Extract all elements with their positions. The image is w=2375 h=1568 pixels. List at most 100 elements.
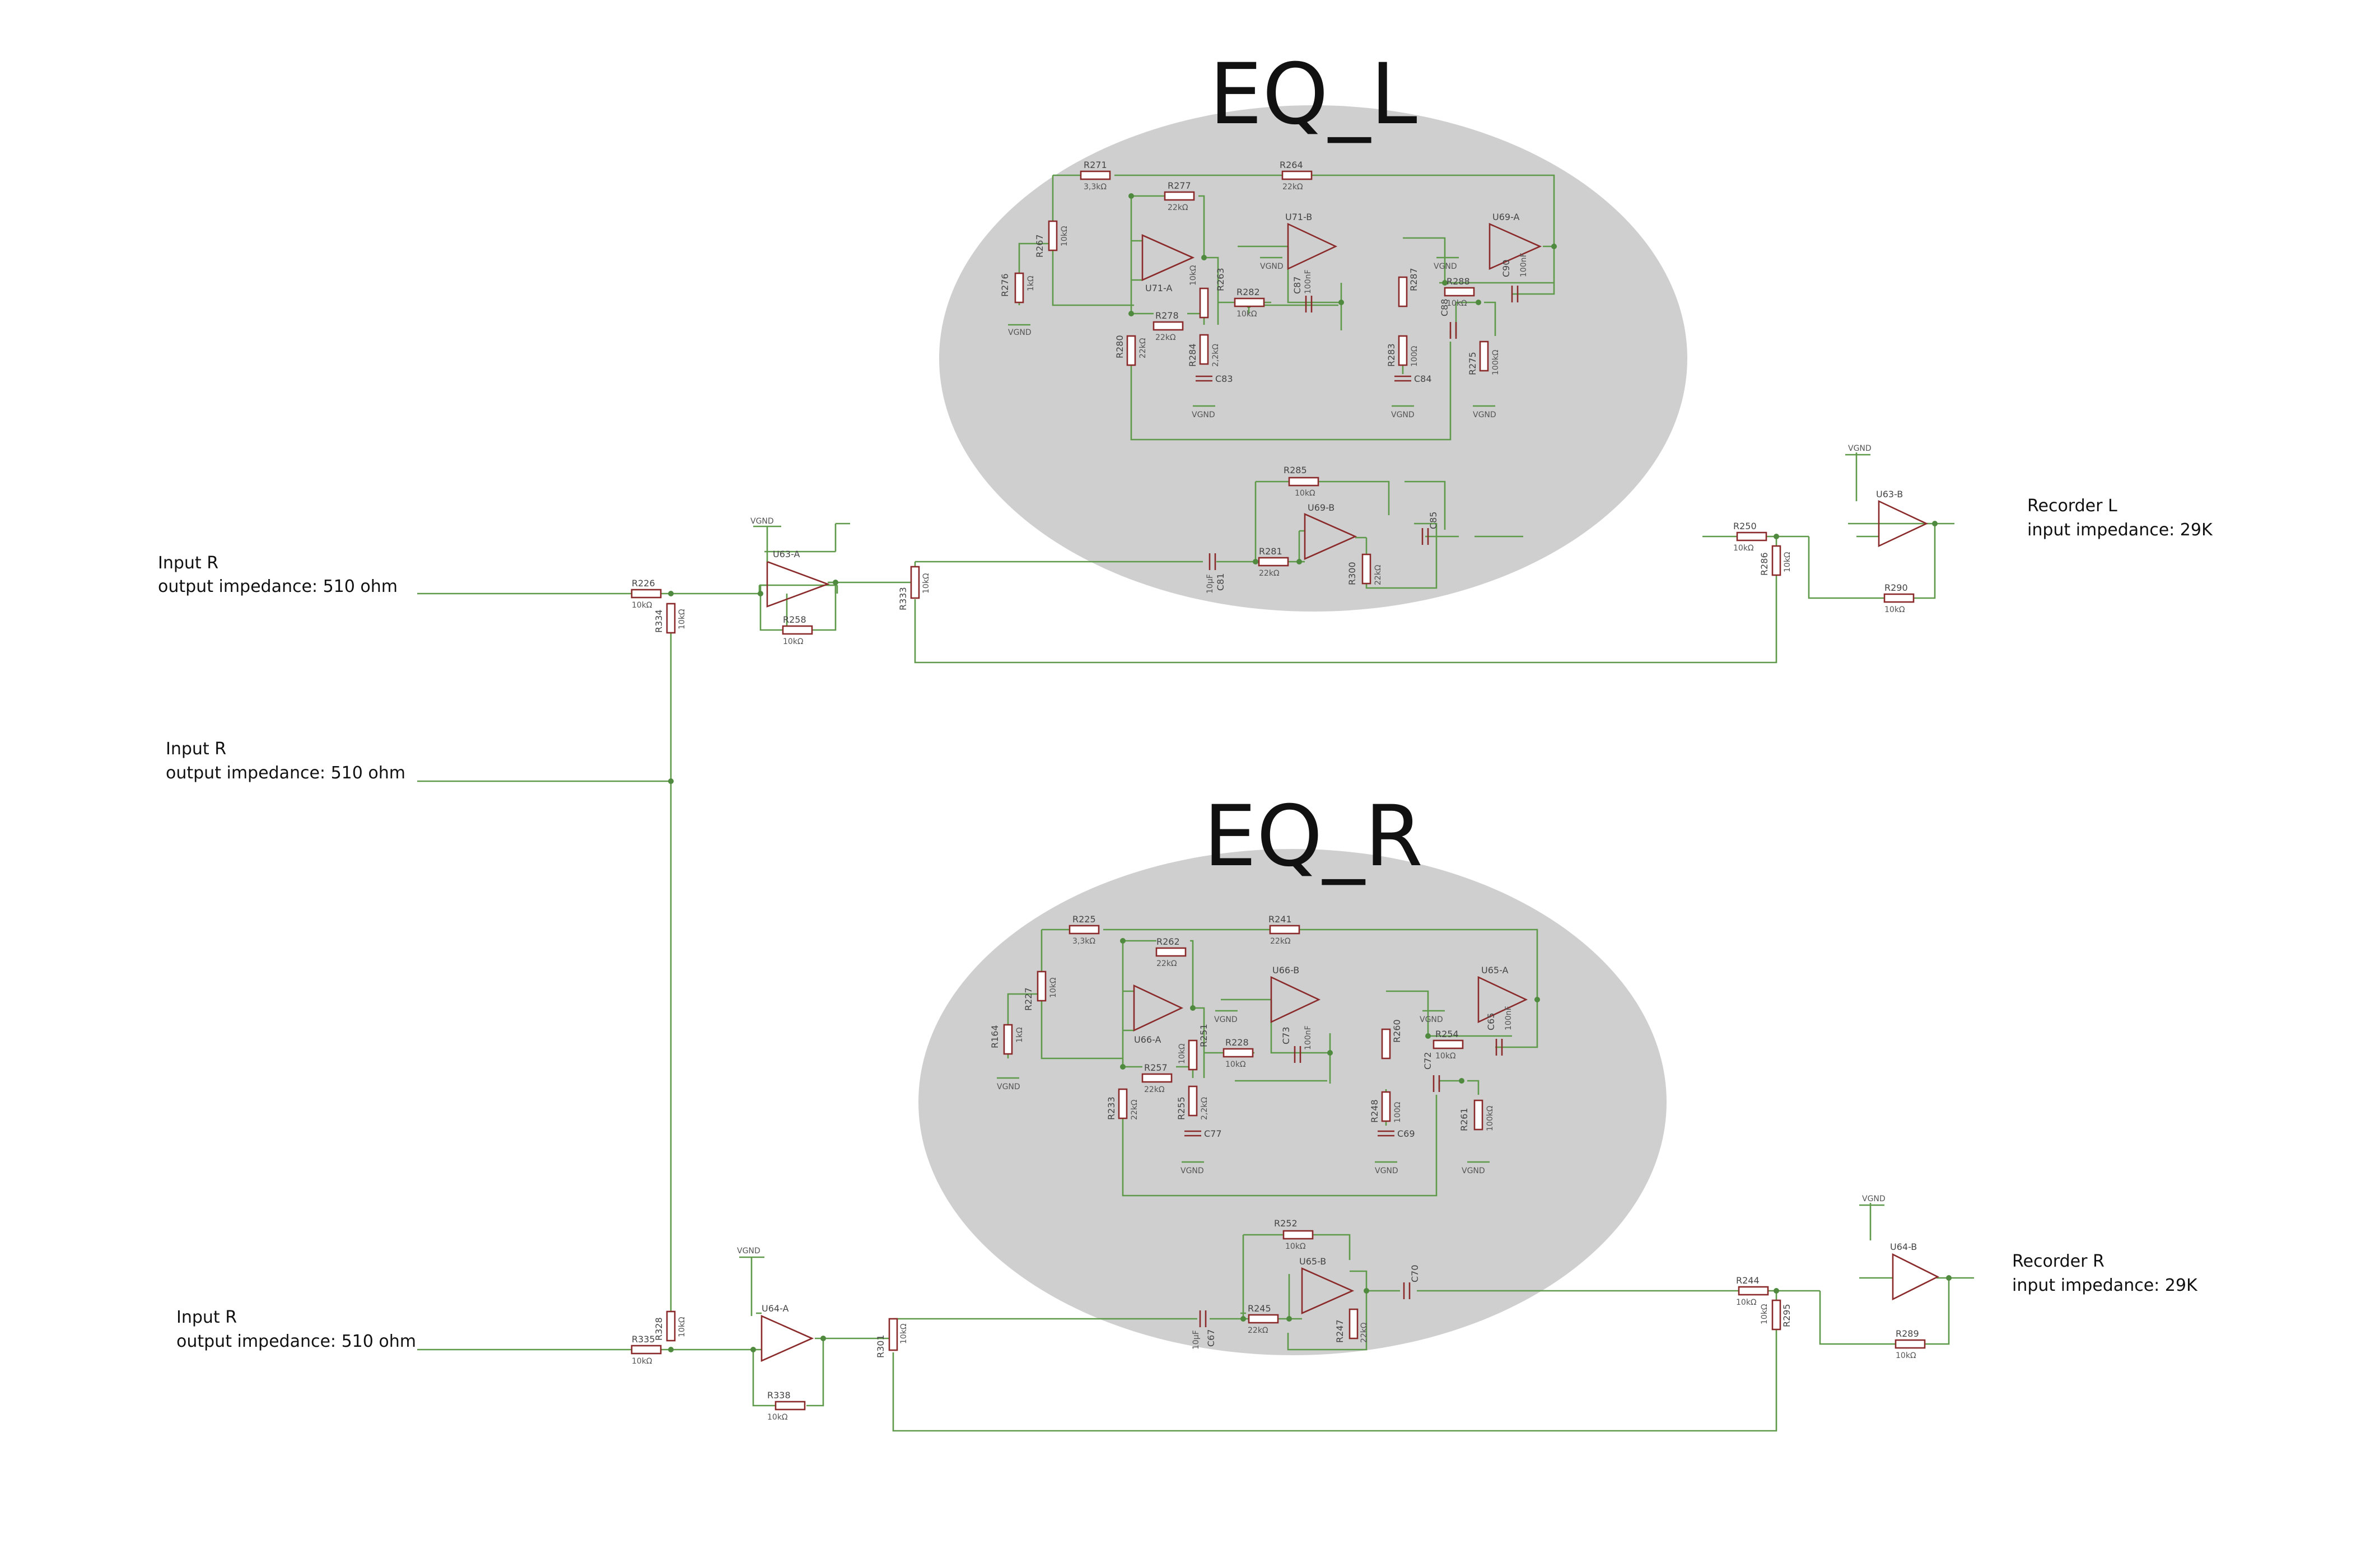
c73-label: C73: [1281, 1026, 1291, 1044]
r282-value: 10kΩ: [1237, 310, 1257, 319]
r261-label: R261: [1459, 1108, 1469, 1131]
r267-label: R267: [1034, 234, 1045, 258]
r328-value: 10kΩ: [678, 1317, 687, 1337]
r227-value: 10kΩ: [1049, 977, 1058, 998]
c90-label: C90: [1501, 259, 1511, 277]
r288-label: R288: [1447, 276, 1470, 287]
c69-label: C69: [1397, 1128, 1415, 1139]
r251-label: R251: [1198, 1024, 1209, 1047]
u69a-label: U69-A: [1492, 212, 1519, 222]
r251-value: 10kΩ: [1178, 1043, 1187, 1064]
r289-label: R289: [1896, 1328, 1919, 1339]
vgnd-r275: VGND: [1473, 410, 1496, 419]
r244-value: 10kΩ: [1736, 1298, 1757, 1307]
c67-label: C67: [1206, 1329, 1216, 1347]
r261-value: 100kΩ: [1486, 1105, 1495, 1131]
r283-value: 100Ω: [1410, 346, 1419, 367]
u63a-label: U63-A: [773, 549, 800, 559]
c90-value: 100nF: [1519, 253, 1528, 277]
r262-label: R262: [1156, 936, 1180, 947]
r255-value: 2,2kΩ: [1200, 1097, 1209, 1120]
input-mid-impedance: output impedance: 510 ohm: [166, 763, 405, 783]
c81-label: C81: [1215, 573, 1226, 591]
c72-label: C72: [1422, 1052, 1433, 1070]
vgnd-u64b: VGND: [1862, 1194, 1886, 1203]
c81-value: 10µF: [1206, 574, 1215, 594]
r277-label: R277: [1168, 180, 1191, 191]
r254-label: R254: [1435, 1029, 1459, 1039]
r300-label: R300: [1347, 562, 1357, 585]
r285-label: R285: [1284, 465, 1307, 475]
r247-value: 22kΩ: [1360, 1322, 1369, 1343]
r233-label: R233: [1106, 1096, 1117, 1120]
vgnd-c77: VGND: [1180, 1166, 1204, 1175]
input-top-impedance: output impedance: 510 ohm: [158, 577, 398, 596]
vgnd-u65a: VGND: [1420, 1015, 1443, 1024]
r301-value: 10kΩ: [899, 1323, 908, 1344]
r164-value: 1kΩ: [1015, 1027, 1024, 1043]
vgnd-c69: VGND: [1375, 1166, 1398, 1175]
c87-label: C87: [1292, 276, 1303, 294]
c70-label: C70: [1410, 1264, 1420, 1282]
r164-label: R164: [990, 1025, 1000, 1048]
recorder-l-impedance: input impedance: 29K: [2027, 520, 2213, 540]
r226-value: 10kΩ: [632, 601, 652, 610]
r301-label: R301: [875, 1334, 886, 1358]
u71a-label: U71-A: [1145, 283, 1172, 293]
r295-value: 10kΩ: [1760, 1304, 1769, 1324]
u66a-label: U66-A: [1134, 1034, 1161, 1045]
r281-label: R281: [1259, 546, 1282, 557]
c85-label: C85: [1428, 511, 1439, 529]
eq-r-title: EQ_R: [1203, 788, 1423, 885]
r260-label: R260: [1392, 1019, 1402, 1043]
c67-value: 10µF: [1192, 1330, 1201, 1350]
input-bottom-name: Input R: [176, 1308, 237, 1327]
r258-value: 10kΩ: [783, 637, 804, 646]
vgnd-u71b: VGND: [1260, 262, 1284, 271]
r278-label: R278: [1155, 310, 1179, 321]
r275-value: 100kΩ: [1491, 349, 1500, 375]
r276-label: R276: [1000, 273, 1010, 297]
r245-value: 22kΩ: [1248, 1326, 1268, 1335]
r276-value: 1kΩ: [1026, 276, 1035, 291]
r282-label: R282: [1237, 287, 1260, 297]
r228-value: 10kΩ: [1225, 1060, 1246, 1069]
vgnd-u64a: VGND: [737, 1247, 760, 1256]
r258-label: R258: [783, 614, 806, 625]
vgnd-c83: VGND: [1192, 410, 1215, 419]
input-top-name: Input R: [158, 553, 218, 573]
r295-label: R295: [1781, 1304, 1792, 1327]
vgnd-u63b: VGND: [1848, 444, 1872, 453]
r262-value: 22kΩ: [1156, 959, 1177, 968]
r241-label: R241: [1268, 914, 1292, 925]
r290-value: 10kΩ: [1884, 605, 1905, 614]
r248-value: 100Ω: [1393, 1102, 1402, 1123]
r328-label: R328: [654, 1317, 664, 1341]
r252-label: R252: [1274, 1218, 1298, 1229]
r335-value: 10kΩ: [632, 1357, 652, 1366]
r284-label: R284: [1187, 343, 1198, 367]
eq-r-network: R225 3,3kΩ R241 22kΩ R262 22kΩ R227 10kΩ…: [990, 914, 1540, 1197]
u65a-label: U65-A: [1481, 965, 1508, 976]
vgnd-u69a: VGND: [1434, 262, 1457, 271]
r334-value: 10kΩ: [678, 609, 687, 629]
vgnd-r261: VGND: [1462, 1166, 1485, 1175]
r285-value: 10kΩ: [1295, 489, 1315, 498]
r284-value: 2,2kΩ: [1211, 344, 1220, 367]
c84-label: C84: [1414, 374, 1432, 384]
r225-label: R225: [1072, 914, 1096, 925]
r228-label: R228: [1225, 1037, 1249, 1048]
r286-label: R286: [1759, 552, 1770, 576]
vgnd-r276: VGND: [1008, 328, 1032, 337]
vgnd-c84: VGND: [1391, 410, 1415, 419]
r264-label: R264: [1280, 160, 1303, 170]
r247-label: R247: [1335, 1319, 1345, 1343]
u71b-label: U71-B: [1285, 212, 1312, 222]
c65-value: 100nF: [1504, 1006, 1513, 1030]
r244-label: R244: [1736, 1275, 1760, 1286]
channel-l-chain: R226 10kΩ R334 10kΩ U63-A VGND R258 10kΩ…: [417, 444, 1954, 1312]
r226-label: R226: [632, 578, 655, 589]
input-mid-name: Input R: [166, 739, 226, 759]
channel-r-chain: R335 10kΩ R328 10kΩ U64-A VGND R338 10kΩ…: [417, 1194, 1974, 1432]
